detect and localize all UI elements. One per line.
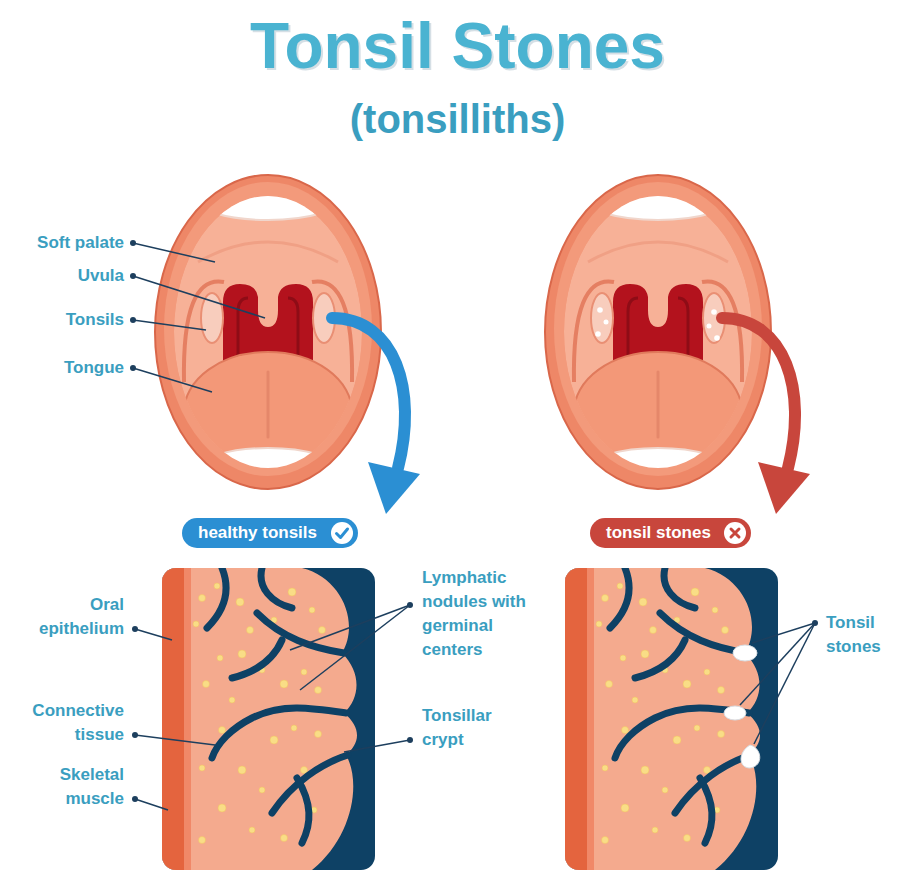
title: Tonsil Stones <box>250 10 665 82</box>
leader-dot <box>407 602 413 608</box>
icon-circle <box>724 522 746 544</box>
part-label-box: Uvula <box>10 264 124 288</box>
leader-line <box>754 623 815 744</box>
leader-line <box>133 368 212 392</box>
leader-dot <box>132 732 138 738</box>
tonsil-stone <box>733 645 757 661</box>
blue-arrowhead <box>368 462 420 514</box>
red-arrowhead <box>758 462 810 514</box>
leader-dot <box>130 240 136 246</box>
pill-text: tonsil stones <box>606 518 711 548</box>
check-mark <box>337 529 348 538</box>
part-label: Uvula <box>78 266 124 285</box>
leader-line <box>133 243 215 262</box>
healthy-mouth <box>155 175 381 492</box>
part-label: Lymphatic nodules with germinal centers <box>422 568 526 659</box>
leader-line <box>135 735 215 745</box>
stones-section <box>565 568 778 870</box>
part-label: Tonsils <box>66 310 124 329</box>
tonsil-stone-specks <box>595 307 720 341</box>
subtitle-box: (tonsilliths) <box>0 94 915 144</box>
stone-speck <box>597 307 603 313</box>
tonsil-stones <box>724 645 760 768</box>
part-label: Soft palate <box>37 233 124 252</box>
cross-mark <box>731 529 739 537</box>
part-label-box: Oral epithelium <box>14 593 124 641</box>
leader-line <box>135 799 168 810</box>
leader-dot <box>132 796 138 802</box>
leader-dot <box>130 365 136 371</box>
leader-dot <box>812 620 818 626</box>
pill-text: healthy tonsils <box>198 518 317 548</box>
tonsil-stone <box>724 706 746 720</box>
leader-lines <box>133 243 815 810</box>
leader-line <box>133 320 206 330</box>
part-label-box: Tonsil stones <box>826 611 910 659</box>
part-label-box: Skeletal muscle <box>14 763 124 811</box>
pill-icon <box>723 521 747 545</box>
leader-dots <box>130 240 818 802</box>
part-label-box: Tonsillar crypt <box>422 704 522 752</box>
stone-speck <box>604 320 609 325</box>
healthy-section <box>162 568 375 870</box>
status-pill: healthy tonsils <box>182 518 358 548</box>
part-label-box: Connective tissue <box>14 699 124 747</box>
leader-line <box>300 605 410 690</box>
leader-line <box>133 276 265 318</box>
part-label-box: Tongue <box>10 356 124 380</box>
part-label: Skeletal muscle <box>60 765 124 808</box>
part-label-box: Lymphatic nodules with germinal centers <box>422 566 534 662</box>
stone-speck <box>714 335 720 341</box>
part-label: Tonsillar crypt <box>422 706 492 749</box>
subtitle: (tonsilliths) <box>350 97 566 141</box>
stone-speck <box>711 309 717 315</box>
leader-dot <box>130 317 136 323</box>
blue-arrow <box>332 318 405 468</box>
tonsil-stone <box>741 745 760 768</box>
status-pill: tonsil stones <box>590 518 751 548</box>
leader-dot <box>407 737 413 743</box>
stone-speck <box>707 324 712 329</box>
part-label: Tongue <box>64 358 124 377</box>
stone-speck <box>595 331 601 337</box>
leader-line <box>344 740 410 752</box>
title-box: Tonsil Stones <box>0 6 915 86</box>
part-label-box: Soft palate <box>10 231 124 255</box>
part-label: Connective tissue <box>32 701 124 744</box>
stones-mouth <box>545 175 771 492</box>
part-label: Tonsil stones <box>826 613 881 656</box>
red-arrow <box>722 318 795 468</box>
pill-icon <box>330 521 354 545</box>
leader-line <box>290 605 410 650</box>
part-label-box: Tonsils <box>10 308 124 332</box>
leader-line <box>135 629 172 640</box>
leader-dot <box>130 273 136 279</box>
icon-circle <box>331 522 353 544</box>
leader-dot <box>132 626 138 632</box>
part-label: Oral epithelium <box>39 595 124 638</box>
leader-line <box>740 623 815 705</box>
